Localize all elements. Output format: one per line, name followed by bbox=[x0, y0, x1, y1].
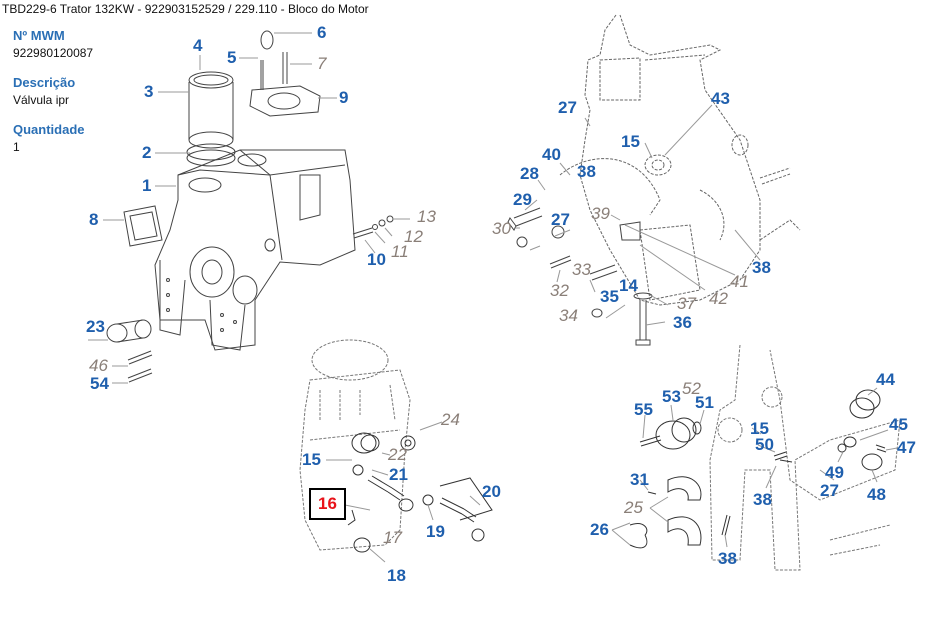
engine-block-drawing bbox=[107, 31, 393, 382]
valve-area-drawing bbox=[300, 340, 410, 550]
callout-50[interactable]: 50 bbox=[755, 435, 774, 454]
callout-47[interactable]: 47 bbox=[897, 438, 916, 457]
callout-48[interactable]: 48 bbox=[867, 485, 886, 504]
callout-20[interactable]: 20 bbox=[482, 482, 501, 501]
callout-17[interactable]: 17 bbox=[383, 528, 402, 547]
crankcase-parts bbox=[630, 390, 886, 548]
callout-37[interactable]: 37 bbox=[677, 294, 696, 313]
callout-4[interactable]: 4 bbox=[193, 36, 203, 55]
callout-54[interactable]: 54 bbox=[90, 374, 109, 393]
callout-34[interactable]: 34 bbox=[559, 306, 578, 325]
callout-49[interactable]: 49 bbox=[825, 463, 844, 482]
callout-38-b[interactable]: 38 bbox=[752, 258, 771, 277]
callout-27-c[interactable]: 27 bbox=[820, 481, 839, 500]
callout-8[interactable]: 8 bbox=[89, 210, 99, 229]
callout-22[interactable]: 22 bbox=[388, 445, 407, 464]
callout-15-c[interactable]: 15 bbox=[750, 419, 769, 438]
callout-45[interactable]: 45 bbox=[889, 415, 908, 434]
callout-53[interactable]: 53 bbox=[662, 387, 681, 406]
callout-51[interactable]: 51 bbox=[695, 393, 714, 412]
callout-7[interactable]: 7 bbox=[317, 54, 327, 73]
callout-29[interactable]: 29 bbox=[513, 190, 532, 209]
callout-14[interactable]: 14 bbox=[619, 276, 638, 295]
quantity-label: Quantidade bbox=[13, 122, 85, 137]
callout-46[interactable]: 46 bbox=[89, 356, 108, 375]
crankcase-drawing bbox=[710, 345, 900, 570]
callout-9[interactable]: 9 bbox=[339, 88, 349, 107]
callout-5[interactable]: 5 bbox=[227, 48, 237, 67]
callout-44[interactable]: 44 bbox=[876, 370, 895, 389]
description-value: Válvula ipr bbox=[13, 93, 70, 107]
callout-12[interactable]: 12 bbox=[404, 227, 423, 246]
callout-40[interactable]: 40 bbox=[542, 145, 561, 164]
part-number-label: Nº MWM bbox=[13, 28, 65, 43]
callout-11[interactable]: 11 bbox=[391, 242, 409, 261]
callout-38-c[interactable]: 38 bbox=[753, 490, 772, 509]
callout-31[interactable]: 31 bbox=[630, 470, 649, 489]
callout-13[interactable]: 13 bbox=[417, 207, 436, 226]
callout-27-b[interactable]: 27 bbox=[551, 210, 570, 229]
callout-55[interactable]: 55 bbox=[634, 400, 653, 419]
valve-area-parts bbox=[348, 433, 492, 552]
callout-28[interactable]: 28 bbox=[520, 164, 539, 183]
callout-38-d[interactable]: 38 bbox=[718, 549, 737, 568]
callout-52[interactable]: 52 bbox=[682, 379, 701, 398]
description-label: Descrição bbox=[13, 75, 76, 90]
callout-6[interactable]: 6 bbox=[317, 23, 327, 42]
callout-23[interactable]: 23 bbox=[86, 317, 105, 336]
callout-18[interactable]: 18 bbox=[387, 566, 406, 585]
callout-2[interactable]: 2 bbox=[142, 143, 152, 162]
callout-16-selected[interactable]: 16 bbox=[309, 488, 346, 520]
callout-30[interactable]: 30 bbox=[492, 219, 511, 238]
callout-41[interactable]: 41 bbox=[730, 272, 749, 291]
callout-39[interactable]: 39 bbox=[591, 204, 610, 223]
leader-lines bbox=[88, 33, 897, 562]
callout-32[interactable]: 32 bbox=[550, 281, 569, 300]
callout-42[interactable]: 42 bbox=[709, 289, 728, 308]
callout-33[interactable]: 33 bbox=[572, 260, 591, 279]
quantity-value: 1 bbox=[13, 140, 20, 154]
callout-25[interactable]: 25 bbox=[624, 498, 643, 517]
part-number-value: 922980120087 bbox=[13, 46, 94, 60]
callout-21[interactable]: 21 bbox=[389, 465, 408, 484]
callout-1[interactable]: 1 bbox=[142, 176, 152, 195]
callout-35[interactable]: 35 bbox=[600, 287, 619, 306]
callout-43[interactable]: 43 bbox=[711, 89, 730, 108]
callout-15[interactable]: 15 bbox=[621, 132, 640, 151]
callout-24[interactable]: 24 bbox=[441, 410, 460, 429]
callout-27[interactable]: 27 bbox=[558, 98, 577, 117]
callout-38[interactable]: 38 bbox=[577, 162, 596, 181]
part-details-panel: Nº MWM 922980120087 Descrição Válvula ip… bbox=[13, 28, 153, 169]
callout-15-b[interactable]: 15 bbox=[302, 450, 321, 469]
callout-10[interactable]: 10 bbox=[367, 250, 386, 269]
page-title: TBD229-6 Trator 132KW - 922903152529 / 2… bbox=[2, 2, 369, 16]
callout-36[interactable]: 36 bbox=[673, 313, 692, 332]
callout-3[interactable]: 3 bbox=[144, 82, 154, 101]
callout-26[interactable]: 26 bbox=[590, 520, 609, 539]
callout-19[interactable]: 19 bbox=[426, 522, 445, 541]
timing-housing-drawing bbox=[560, 15, 800, 305]
